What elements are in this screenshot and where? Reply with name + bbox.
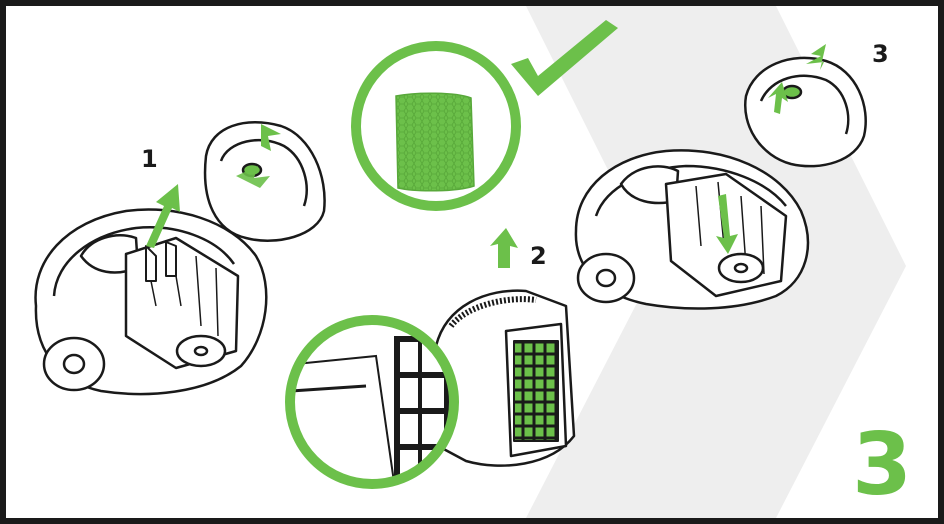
- step-1-label: 1: [141, 147, 158, 171]
- vacuum-rear-step-2: [436, 291, 574, 466]
- illustration: [6, 6, 938, 518]
- step-2-label: 2: [530, 244, 547, 268]
- page-number: 3: [852, 422, 912, 508]
- up-arrow-icon: [490, 228, 518, 268]
- step-3-label: 3: [872, 42, 889, 66]
- clean-filter-pad: [396, 93, 474, 191]
